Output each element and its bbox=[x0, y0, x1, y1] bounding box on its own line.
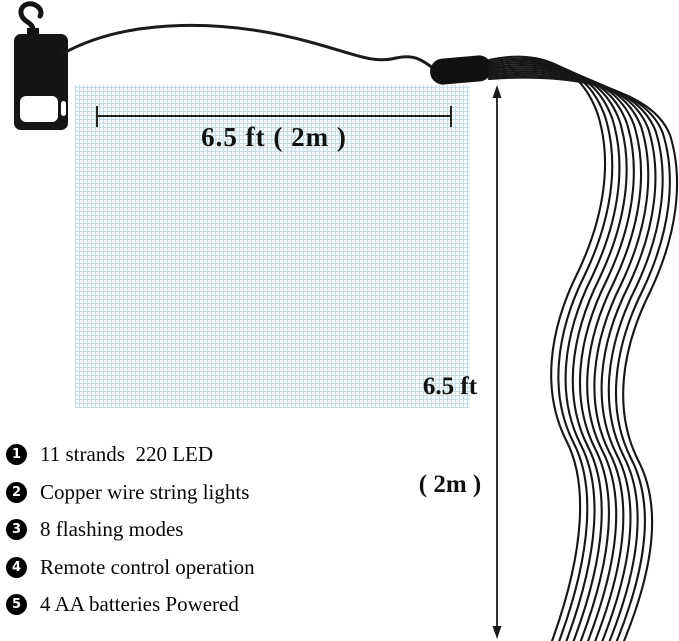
light-strand bbox=[487, 62, 628, 641]
bullet-number-icon: 5 bbox=[6, 594, 27, 616]
battery-box bbox=[14, 34, 68, 130]
list-item: 5 4 AA batteries Powered bbox=[6, 586, 255, 624]
width-dimension-label: 6.5 ft ( 2m ) bbox=[201, 122, 347, 152]
hook-base bbox=[27, 28, 39, 38]
light-strand bbox=[487, 72, 664, 641]
list-item: 4 Remote control operation bbox=[6, 549, 255, 587]
light-strand bbox=[487, 74, 671, 641]
light-strand bbox=[487, 68, 650, 641]
feature-text: Remote control operation bbox=[40, 554, 255, 579]
height-dimension-unit: ( 2m ) bbox=[418, 470, 482, 498]
list-item: 1 11 strands 220 LED bbox=[6, 436, 255, 474]
light-strand bbox=[487, 55, 607, 641]
list-item: 2 Copper wire string lights bbox=[6, 474, 255, 512]
bullet-number-icon: 1 bbox=[6, 444, 27, 466]
feature-text: 4 AA batteries Powered bbox=[40, 592, 239, 617]
height-dimension-label: 6.5 ft ( 2m ) bbox=[403, 306, 497, 566]
light-strand bbox=[487, 76, 679, 641]
bullet-number-icon: 4 bbox=[6, 556, 27, 578]
strand-connector bbox=[430, 55, 492, 85]
feature-text: Copper wire string lights bbox=[40, 479, 250, 504]
light-strand bbox=[487, 70, 657, 641]
feature-text: 8 flashing modes bbox=[40, 517, 184, 542]
battery-slot bbox=[20, 96, 58, 122]
feature-list: 1 11 strands 220 LED 2 Copper wire strin… bbox=[6, 436, 255, 624]
list-item: 3 8 flashing modes bbox=[6, 511, 255, 549]
light-strand bbox=[487, 64, 635, 641]
light-strand bbox=[487, 60, 621, 641]
bullet-number-icon: 2 bbox=[6, 481, 27, 503]
light-strand bbox=[487, 57, 614, 641]
height-dimension-value: 6.5 ft bbox=[422, 373, 478, 400]
power-wire bbox=[60, 23, 435, 70]
strands-group bbox=[487, 55, 679, 641]
bullet-number-icon: 3 bbox=[6, 519, 27, 541]
light-curtain-grid bbox=[75, 85, 470, 408]
hanging-hook-icon bbox=[18, 1, 44, 33]
battery-clip bbox=[61, 101, 66, 116]
light-strand bbox=[487, 66, 643, 641]
feature-text: 11 strands 220 LED bbox=[40, 442, 214, 467]
